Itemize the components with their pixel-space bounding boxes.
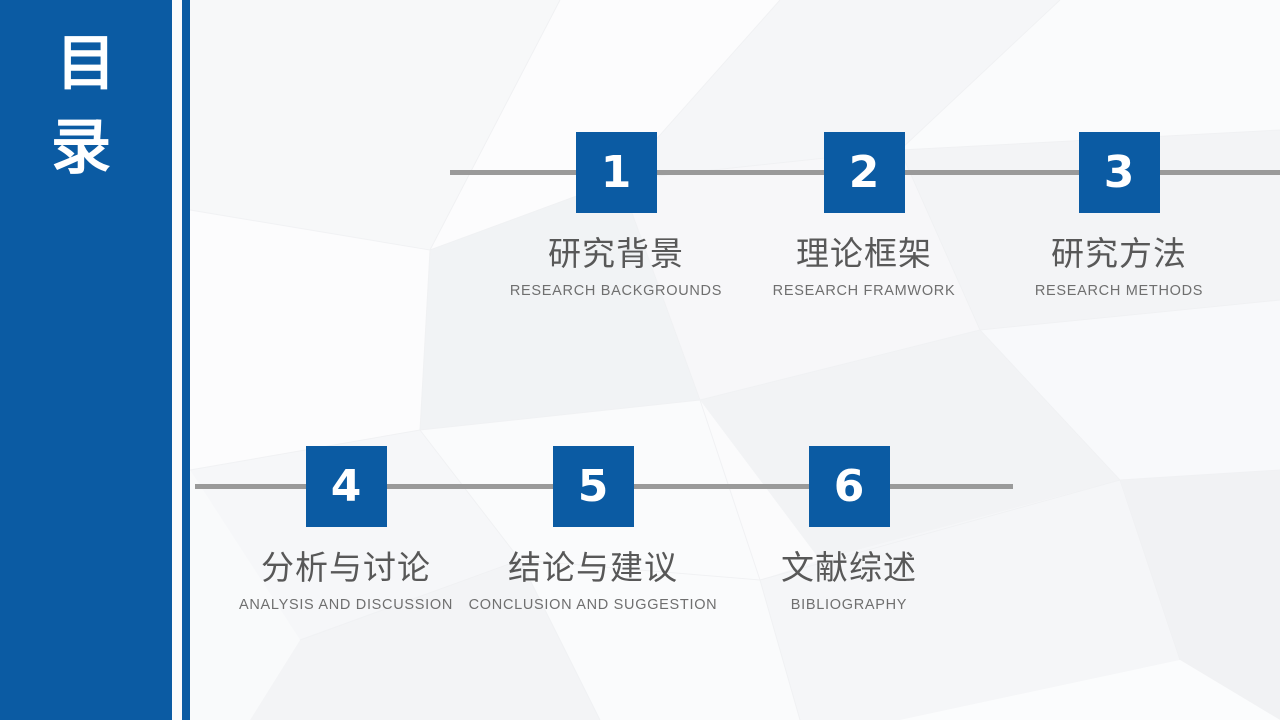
toc-title-cn-6: 文献综述 (781, 548, 917, 587)
toc-item-2[interactable]: 2 理论框架 RESEARCH FRAMWORK (654, 132, 1074, 300)
toc-title-en-6: BIBLIOGRAPHY (790, 597, 908, 613)
toc-number-badge-6: 6 (808, 446, 890, 527)
toc-number-badge-1: 1 (575, 132, 657, 213)
toc-number-badge-4: 4 (305, 446, 387, 527)
toc-title-en-4: ANALYSIS AND DISCUSSION (238, 597, 454, 613)
toc-title-cn-3: 研究方法 (1051, 234, 1187, 273)
toc-title-en-5: CONCLUSION AND SUGGESTION (468, 597, 718, 613)
toc-number-badge-5: 5 (552, 446, 634, 527)
toc-title-en-1: RESEARCH BACKGROUNDS (509, 283, 723, 299)
toc-title-cn-4: 分析与讨论 (261, 548, 431, 587)
toc-title-en-3: RESEARCH METHODS (1034, 283, 1204, 299)
toc-item-6[interactable]: 6 文献综述 BIBLIOGRAPHY (639, 446, 1059, 614)
toc-item-1[interactable]: 1 研究背景 RESEARCH BACKGROUNDS (406, 132, 826, 300)
toc-item-3[interactable]: 3 研究方法 RESEARCH METHODS (909, 132, 1280, 300)
toc-number-badge-3: 3 (1078, 132, 1160, 213)
sidebar-panel: 目 录 (0, 0, 172, 720)
toc-title-cn-2: 理论框架 (796, 234, 932, 273)
toc-item-5[interactable]: 5 结论与建议 CONCLUSION AND SUGGESTION (383, 446, 803, 614)
toc-item-4[interactable]: 4 分析与讨论 ANALYSIS AND DISCUSSION (136, 446, 556, 614)
toc-title-cn-5: 结论与建议 (508, 548, 678, 587)
toc-number-badge-2: 2 (823, 132, 905, 213)
toc-title-cn-1: 研究背景 (548, 234, 684, 273)
toc-title-en-2: RESEARCH FRAMWORK (772, 283, 956, 299)
page-title: 目 录 (51, 29, 126, 183)
sidebar-divider-bar (182, 0, 190, 720)
